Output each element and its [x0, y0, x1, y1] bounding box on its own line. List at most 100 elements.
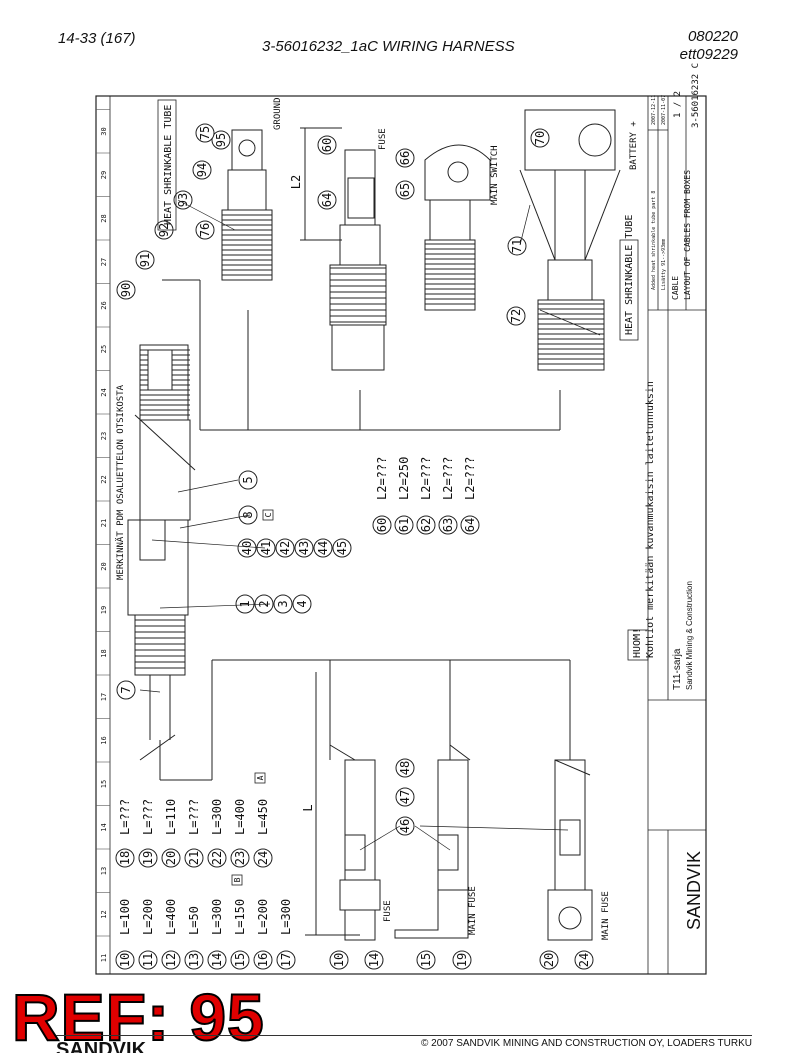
title-block-number: 3-56016232 C [691, 63, 701, 128]
part-19-bottom-circle [452, 950, 472, 970]
length-item-16-circle [253, 950, 273, 970]
grid-number: 18 [100, 649, 108, 657]
part-5-circle [238, 470, 258, 490]
length-item-14: 14 [210, 953, 224, 967]
l2-item-61: 61 [397, 518, 411, 532]
fuse-label: FUSE [378, 128, 388, 150]
part-1: 1 [238, 600, 252, 607]
l2-value-63: L2=??? [441, 457, 455, 500]
note-title: HUOM! [632, 628, 643, 658]
length-item-11-circle [138, 950, 158, 970]
copyright-text: © 2007 SANDVIK MINING AND CONSTRUCTION O… [421, 1038, 752, 1049]
part-8-circle [238, 505, 258, 525]
document-code-2: ett09229 [679, 46, 738, 63]
grid-number: 27 [100, 258, 108, 266]
length-value-16: L=200 [256, 899, 270, 935]
part-8: 8 [241, 511, 255, 518]
heat-shrink-label: HEAT SHRINKABLE TUBE [163, 105, 174, 225]
revision-a: A [256, 775, 265, 780]
part-47-circle [395, 787, 415, 807]
l2-item-63: 63 [441, 518, 455, 532]
label-boxes [139, 177, 581, 871]
part-66: 66 [398, 151, 412, 165]
part-4-circle [292, 594, 312, 614]
grid-number: 20 [100, 562, 108, 570]
dimension-l: L [301, 804, 315, 811]
dimension-l2: L2 [289, 175, 303, 189]
grid-number: 21 [100, 519, 108, 527]
length-value-10: L=100 [118, 899, 132, 935]
part-44: 44 [316, 541, 330, 555]
part-10-bottom: 10 [332, 953, 346, 967]
part-75-circle [195, 123, 215, 143]
part-93: 93 [176, 193, 190, 207]
length-value-23: L=400 [233, 799, 247, 835]
length-item-13: 13 [187, 953, 201, 967]
length-item-19-circle [138, 848, 158, 868]
part-20-bottom: 20 [542, 953, 556, 967]
part-15-bottom-circle [416, 950, 436, 970]
part-64-circle [317, 190, 337, 210]
part-90: 90 [119, 283, 133, 297]
title-block-layout: LAYOUT OF CABLES FROM BOXES [683, 170, 692, 300]
part-43: 43 [297, 541, 311, 555]
heat-shrink-label-2: HEAT SHRINKABLE TUBE [624, 215, 635, 335]
length-item-18-circle [115, 848, 135, 868]
part-45: 45 [335, 541, 349, 555]
length-item-23: 23 [233, 851, 247, 865]
l2-item-60: 60 [375, 518, 389, 532]
revision-c-box [262, 509, 274, 521]
marking-note: MERKINNÄT PDM OSALUETTELON OTSIKOSTA [115, 384, 126, 580]
length-item-21: 21 [187, 851, 201, 865]
grid-number: 26 [100, 301, 108, 309]
length-value-13: L=50 [187, 906, 201, 935]
length-item-16: 16 [256, 953, 270, 967]
footer-rule [56, 1035, 752, 1036]
revision-c: C [264, 512, 273, 517]
part-60: 60 [320, 138, 334, 152]
title-block-cable: CABLE [671, 276, 680, 300]
part-72: 72 [509, 309, 523, 323]
part-75: 75 [198, 126, 212, 140]
length-item-23-circle [230, 848, 250, 868]
grid-number: 19 [100, 606, 108, 614]
title-block-date-1: 2007-12-11 [651, 95, 657, 125]
part-42-circle [275, 538, 295, 558]
drawing-labels: 1112131415161718192021222324252627282930… [100, 63, 704, 970]
part-76: 76 [198, 223, 212, 237]
l2-item-64: 64 [463, 518, 477, 532]
l2-value-64: L2=??? [463, 457, 477, 500]
battery-label: BATTERY + [629, 121, 639, 170]
part-40-circle [237, 538, 257, 558]
part-14-bottom: 14 [367, 953, 381, 967]
length-value-15: L=150 [233, 899, 247, 935]
part-44-circle [313, 538, 333, 558]
part-76-circle [195, 220, 215, 240]
part-72-circle [506, 306, 526, 326]
grid-number: 14 [100, 823, 108, 831]
length-value-21: L=??? [187, 799, 201, 835]
part-93-circle [173, 190, 193, 210]
length-item-17: 17 [279, 953, 293, 967]
part-94-circle [192, 160, 212, 180]
length-item-13-circle [184, 950, 204, 970]
length-item-17-circle [276, 950, 296, 970]
length-value-24: L=450 [256, 799, 270, 835]
grid-number: 24 [100, 388, 108, 396]
length-item-22: 22 [210, 851, 224, 865]
grid-number: 17 [100, 693, 108, 701]
length-item-22-circle [207, 848, 227, 868]
grid-number: 25 [100, 345, 108, 353]
l2-item-62: 62 [419, 518, 433, 532]
part-48: 48 [398, 761, 412, 775]
document-code: 080220 [687, 28, 738, 45]
length-item-19: 19 [141, 851, 155, 865]
l2-value-60: L2=??? [375, 457, 389, 500]
grid-number: 30 [100, 127, 108, 135]
length-value-22: L=300 [210, 799, 224, 835]
length-value-12: L=400 [164, 899, 178, 935]
ground-label: GROUND [273, 97, 283, 130]
revision-b: B [233, 877, 242, 882]
length-item-15-circle [230, 950, 250, 970]
